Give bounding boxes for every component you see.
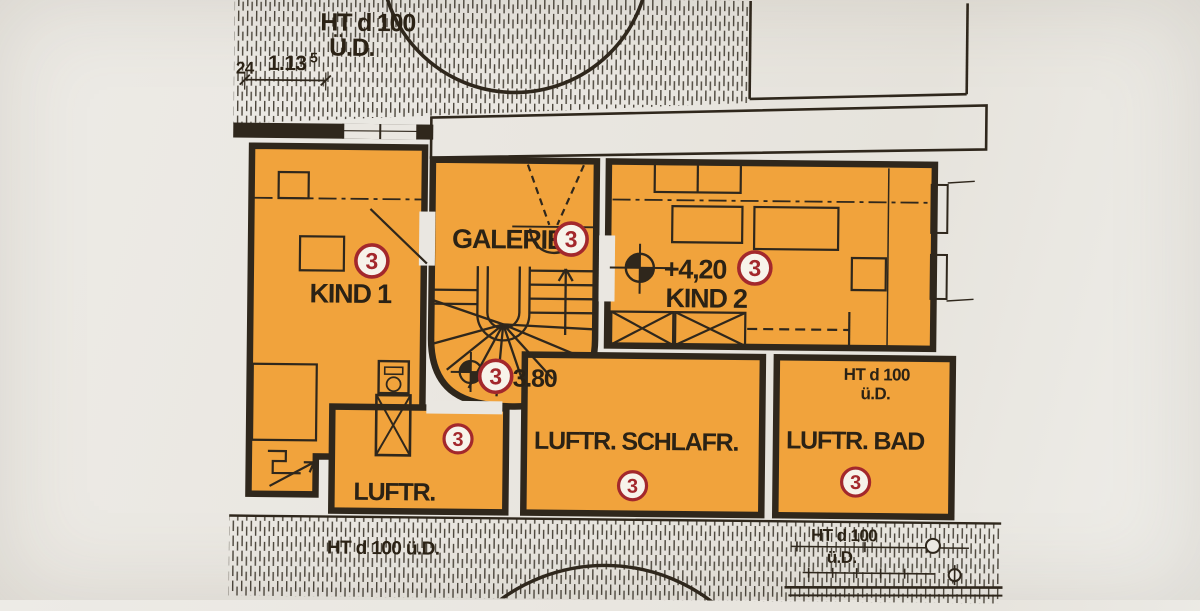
svg-text:3: 3 (627, 476, 638, 498)
svg-text:3: 3 (850, 472, 861, 494)
marker-luftr: 3 (444, 425, 472, 453)
marker-kind2: 3 (739, 252, 771, 284)
dormer-left-line (750, 1, 751, 99)
dim-value: 1.13 (268, 52, 307, 75)
vent-label-top-2: Ü.D. (329, 33, 375, 62)
room-label-kind1: KIND 1 (309, 278, 392, 309)
svg-text:3: 3 (489, 363, 502, 389)
room-label-galerie: GALERIE (452, 224, 564, 255)
vent-label-bottom-left: HT d 100 ü.D. (327, 538, 440, 560)
room-label-luftr-bad: LUFTR. BAD (786, 426, 924, 455)
roof-hatch-area-bottom (228, 516, 1001, 606)
window-sill-line (947, 299, 974, 301)
marker-bad: 3 (841, 468, 869, 496)
vent-pipe-symbol (926, 539, 940, 553)
level-label-kind2: +4,20 (664, 254, 727, 285)
vent-label-bottom-right: HT d 100 (811, 526, 877, 546)
opening-stairs-luftr (426, 401, 502, 415)
marker-stairs: 3 (480, 360, 512, 392)
roof-hatch-bottom (225, 516, 1003, 606)
dim-sup: 5 (310, 49, 318, 65)
svg-text:3: 3 (748, 255, 761, 281)
room-label-luftr: LUFTR. (353, 478, 435, 507)
vent-label-bad: HT d 100 (844, 365, 910, 385)
room-label-luftr-schlafr: LUFTR. SCHLAFR. (534, 427, 739, 457)
svg-text:3: 3 (365, 248, 378, 274)
window-glass-line (343, 131, 417, 132)
level-label-stairs: 3.80 (513, 364, 557, 392)
room-label-kind2: KIND 2 (665, 283, 747, 314)
vent-label-bottom-right-2: ü.D. (827, 548, 857, 567)
svg-text:3: 3 (565, 226, 578, 252)
dormer-outline (750, 1, 968, 101)
dim-pre: 24 (236, 59, 255, 78)
svg-text:3: 3 (452, 429, 463, 451)
dormer-bottom-line (750, 92, 967, 101)
window-sill-line (948, 181, 975, 183)
vent-label-bad-2: ü.D. (860, 384, 890, 403)
marker-schlafr: 3 (618, 472, 646, 500)
marker-kind1: 3 (356, 245, 388, 277)
dormer-right-line (967, 3, 968, 94)
marker-galerie: 3 (555, 223, 587, 255)
